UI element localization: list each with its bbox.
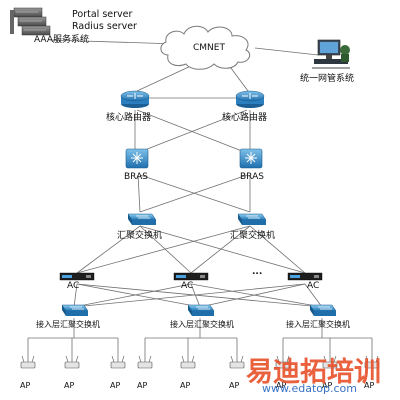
bras-icon	[125, 148, 149, 169]
nms-label: 统一网管系统	[300, 74, 355, 84]
access-point-icon	[275, 355, 291, 369]
aggregation-left-label: 汇聚交换机	[117, 231, 163, 241]
ap-label: AP	[322, 381, 333, 390]
ap-label: AP	[364, 381, 375, 390]
aggregation-right-label: 汇聚交换机	[230, 231, 276, 241]
ap-label: AP	[20, 381, 31, 390]
cloud-label: CMNET	[193, 43, 225, 53]
server-rack-icon	[10, 7, 51, 36]
access-point-icon	[137, 355, 153, 369]
access-point-icon	[364, 355, 380, 369]
cloud-icon	[160, 25, 251, 70]
access-point-icon	[20, 355, 36, 369]
access-point-icon	[110, 355, 126, 369]
access-point-icon	[64, 355, 80, 369]
switch-icon	[187, 304, 215, 316]
watermark-url: www.edatop.com	[262, 382, 357, 395]
core-router-right-label: 核心路由器	[222, 113, 268, 123]
ap-label: AP	[64, 381, 75, 390]
radius-server-label: Radius server	[72, 21, 137, 32]
switch-icon	[61, 304, 89, 316]
ap-label: AP	[180, 381, 191, 390]
switch-icon	[127, 213, 157, 225]
ac-2-label: AC	[181, 281, 194, 291]
access-points	[20, 355, 380, 369]
router-icon	[120, 90, 150, 108]
access-switch-3-label: 接入层汇聚交换机	[286, 320, 350, 329]
access-point-icon	[229, 355, 245, 369]
switch-icon	[237, 213, 267, 225]
core-router-left-label: 核心路由器	[106, 113, 152, 123]
bras-right-label: BRAS	[240, 172, 264, 182]
bras-left-label: BRAS	[124, 172, 148, 182]
ap-label: AP	[137, 381, 148, 390]
ac-3-label: AC	[307, 281, 320, 291]
aaa-system-label: AAA服务系统	[34, 35, 89, 45]
ap-label: AP	[229, 381, 240, 390]
watermark-logo: 易迪拓培训	[246, 357, 381, 388]
bras-icon	[239, 148, 263, 169]
connection-lines	[27, 39, 373, 362]
ac-1-label: AC	[67, 281, 80, 291]
router-icon	[235, 90, 265, 108]
access-point-icon	[322, 355, 338, 369]
access-switch-2-label: 接入层汇聚交换机	[170, 320, 234, 329]
access-controller-icon	[173, 272, 209, 281]
portal-server-label: Portal server	[72, 9, 133, 20]
switch-icon	[309, 304, 337, 316]
ac-ellipsis: ...	[252, 267, 263, 277]
access-switch-1-label: 接入层汇聚交换机	[36, 320, 100, 329]
access-controller-icon	[287, 272, 323, 281]
access-controller-icon	[59, 272, 95, 281]
ap-label: AP	[276, 381, 287, 390]
access-point-icon	[180, 355, 196, 369]
ap-label: AP	[110, 381, 121, 390]
workstation-icon	[312, 39, 350, 69]
